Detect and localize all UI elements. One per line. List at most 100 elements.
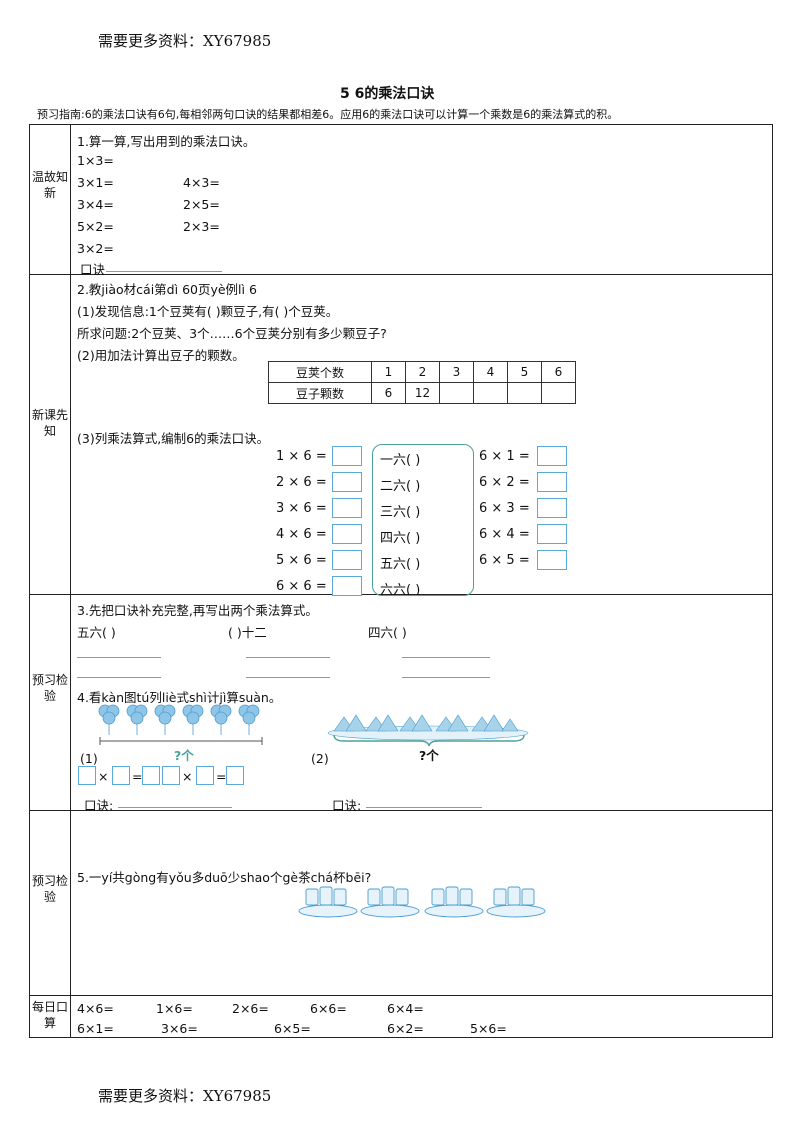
cup-tray-icon <box>360 886 420 918</box>
equation-label: 6 × 1 = <box>479 449 530 464</box>
cup-tray-icon <box>486 886 546 918</box>
daily-item: 6×6= <box>310 1001 347 1016</box>
answer-box[interactable] <box>112 766 130 785</box>
table-answer-cell[interactable] <box>473 382 508 404</box>
balloon-bunch-icon <box>238 704 260 735</box>
answer-box[interactable] <box>537 472 567 492</box>
answer-box[interactable] <box>537 550 567 570</box>
answer-line[interactable] <box>366 807 482 808</box>
answer-box[interactable] <box>537 446 567 466</box>
answer-box[interactable] <box>142 766 160 785</box>
answer-line[interactable] <box>246 677 330 678</box>
equation-label: 6 × 4 = <box>479 527 530 542</box>
tea-cups-illustration <box>298 886 546 918</box>
answer-box[interactable] <box>332 576 362 596</box>
tree-group-icon <box>333 714 367 732</box>
tree-group-icon <box>399 714 433 732</box>
worksheet-table: 温故知新 新课先知 预习检验 预习检验 每日口算 1.算一算,写出用到的乘法口诀… <box>29 124 773 1038</box>
answer-box[interactable] <box>332 446 362 466</box>
q3-title: 3.先把口诀补充完整,再写出两个乘法算式。 <box>77 603 318 618</box>
daily-item: 6×5= <box>274 1021 311 1036</box>
q1-item: 1×3= <box>77 153 114 168</box>
equation-label: 2 × 6 = <box>276 475 327 490</box>
page-title: 5 6的乘法口诀 <box>340 86 435 102</box>
equals-sign: = <box>132 769 143 784</box>
q3-item[interactable]: 四六( ) <box>368 625 407 640</box>
column-divider <box>70 125 71 1037</box>
answer-box[interactable] <box>332 524 362 544</box>
table-cell: 3 <box>439 361 474 383</box>
answer-line[interactable] <box>77 677 161 678</box>
section-label-new-lesson: 新课先知 <box>31 408 68 438</box>
row-divider <box>30 810 772 811</box>
row-divider <box>30 274 772 275</box>
answer-line[interactable] <box>246 657 330 658</box>
q1-answer-line[interactable] <box>106 271 222 272</box>
answer-box[interactable] <box>162 766 180 785</box>
answer-line[interactable] <box>402 677 490 678</box>
q3-item[interactable]: 五六( ) <box>77 625 116 640</box>
koujue-item[interactable]: 三六( ) <box>380 505 421 520</box>
answer-line[interactable] <box>402 657 490 658</box>
table-answer-cell[interactable] <box>507 382 542 404</box>
daily-item: 2×6= <box>232 1001 269 1016</box>
balloons-illustration <box>98 704 263 745</box>
daily-item: 6×2= <box>387 1021 424 1036</box>
answer-box[interactable] <box>332 550 362 570</box>
equation-label: 6 × 5 = <box>479 553 530 568</box>
balloon-bunch-icon <box>98 704 120 735</box>
q4-part2-question: ?个 <box>419 748 439 763</box>
daily-item: 6×1= <box>77 1021 114 1036</box>
koujue-item[interactable]: 四六( ) <box>380 531 421 546</box>
table-answer-cell[interactable] <box>439 382 474 404</box>
answer-box[interactable] <box>332 472 362 492</box>
times-sign: × <box>98 769 109 784</box>
bean-table: 豆荚个数 1 2 3 4 5 6 豆子颗数 6 12 <box>268 361 576 404</box>
answer-box[interactable] <box>226 766 244 785</box>
table-cell: 12 <box>405 382 440 404</box>
brace-icon <box>333 734 525 747</box>
table-cell: 5 <box>507 361 542 383</box>
equation-label: 5 × 6 = <box>276 553 327 568</box>
answer-box[interactable] <box>332 498 362 518</box>
times-sign: × <box>182 769 193 784</box>
koujue-item[interactable]: 一六( ) <box>380 453 421 468</box>
answer-line[interactable] <box>77 657 161 658</box>
q4-part2-label: (2) <box>311 751 329 766</box>
table-cell: 6 <box>541 361 576 383</box>
table-cell: 4 <box>473 361 508 383</box>
daily-item: 1×6= <box>156 1001 193 1016</box>
preview-guide: 预习指南:6的乘法口诀有6句,每相邻两句口诀的结果都相差6。应用6的乘法口诀可以… <box>37 108 619 121</box>
equation-label: 3 × 6 = <box>276 501 327 516</box>
answer-box[interactable] <box>537 498 567 518</box>
cup-tray-icon <box>298 886 358 918</box>
q4-part1-label: (1) <box>80 751 98 766</box>
koujue-item[interactable]: 二六( ) <box>380 479 421 494</box>
q5-title: 5.一yí共gòng有yǒu多duō少shao个gè茶chá杯bēi? <box>77 870 372 885</box>
equals-sign: = <box>216 769 227 784</box>
table-answer-cell[interactable] <box>541 382 576 404</box>
q4-part1-question: ?个 <box>174 748 194 763</box>
watermark-bottom: 需要更多资料：XY67985 <box>98 1087 272 1105</box>
answer-box[interactable] <box>537 524 567 544</box>
q1-title: 1.算一算,写出用到的乘法口诀。 <box>77 134 256 149</box>
section-label-check-1: 预习检验 <box>31 673 68 703</box>
q1-item: 3×1= <box>77 175 114 190</box>
tree-group-icon <box>435 714 469 732</box>
koujue-item[interactable]: 五六( ) <box>380 557 421 572</box>
koujue-item[interactable]: 六六( ) <box>380 583 421 598</box>
answer-box[interactable] <box>78 766 96 785</box>
equation-label: 6 × 2 = <box>479 475 530 490</box>
q2-part1: (1)发现信息:1个豆荚有( )颗豆子,有( )个豆荚。 <box>77 304 339 319</box>
q2-title: 2.教jiào材cái第dì 60页yè例lì 6 <box>77 282 257 297</box>
cup-tray-icon <box>424 886 484 918</box>
section-label-check-2: 预习检验 <box>31 874 68 904</box>
answer-box[interactable] <box>196 766 214 785</box>
table-cell: 1 <box>371 361 406 383</box>
watermark-top: 需要更多资料：XY67985 <box>98 32 272 50</box>
answer-line[interactable] <box>118 807 232 808</box>
q1-item: 3×2= <box>77 241 114 256</box>
q1-item: 4×3= <box>183 175 220 190</box>
table-cell: 2 <box>405 361 440 383</box>
q3-item[interactable]: ( )十二 <box>228 625 267 640</box>
